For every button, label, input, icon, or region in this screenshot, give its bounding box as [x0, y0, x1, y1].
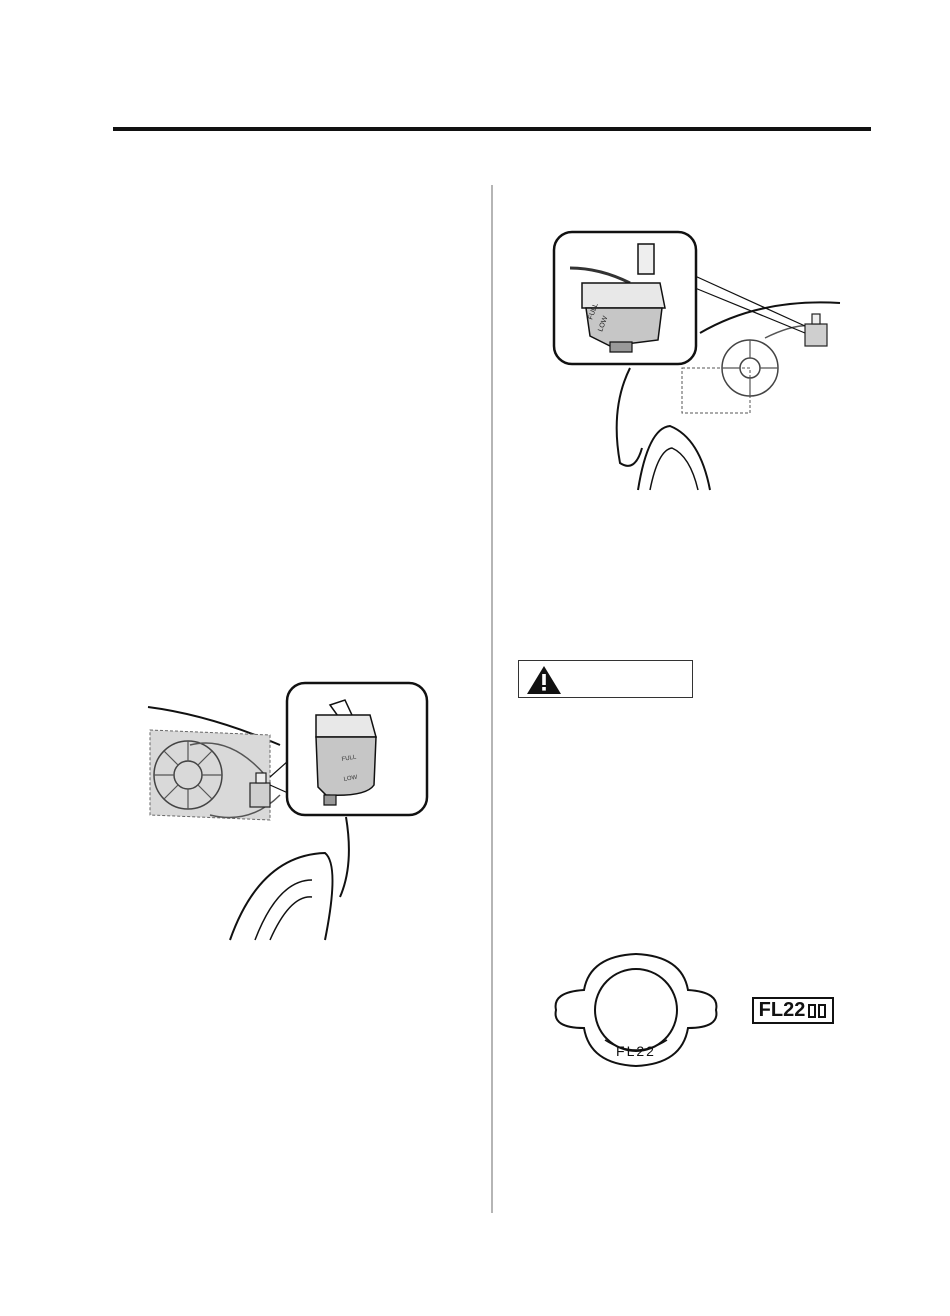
cap-code-text: FL22	[758, 999, 806, 1021]
coolant-reservoir-illustration-left: FULL LOW	[147, 681, 429, 941]
warning-box	[518, 660, 693, 698]
warning-triangle-icon	[527, 666, 561, 694]
reservoir-full-mark: FULL	[341, 754, 357, 763]
cap-code-label: FL22	[752, 997, 834, 1024]
open-book-icon	[808, 1003, 827, 1018]
reservoir-low-mark: LOW	[343, 775, 358, 783]
column-divider	[491, 185, 493, 1213]
radiator-cap-illustration: FL22	[554, 952, 718, 1068]
coolant-reservoir-illustration-right: FULL LOW	[552, 230, 841, 491]
header-rule	[113, 127, 871, 131]
cap-code-embossed: FL22	[616, 1043, 656, 1059]
